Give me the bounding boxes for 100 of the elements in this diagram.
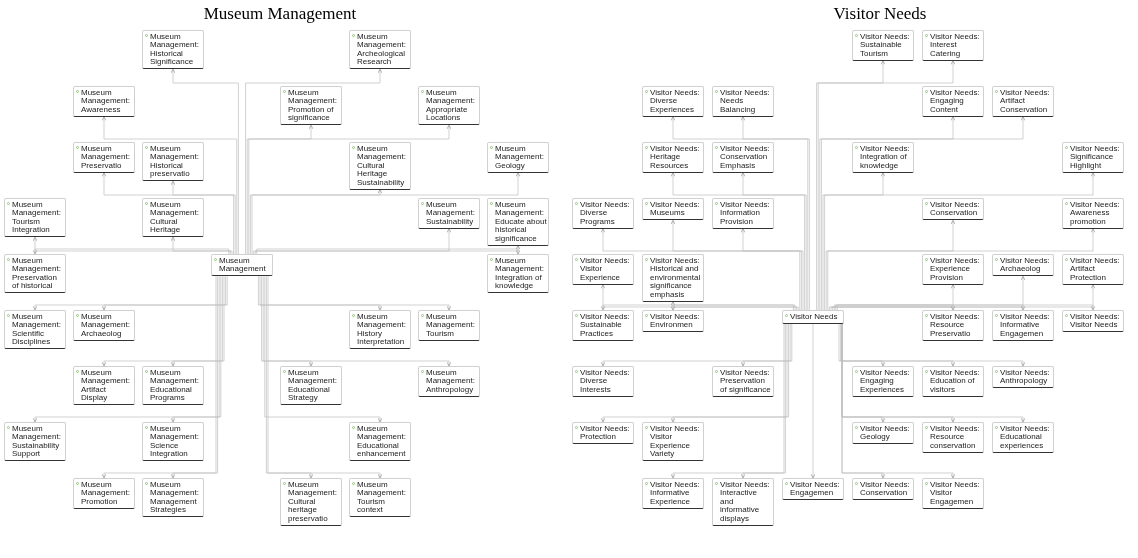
topic-label: Visitor Needs: Sustainable Tourism (860, 33, 911, 59)
topic-label: Museum Management: Educational enhancement (357, 425, 407, 459)
topic-label: Museum Management: Educational Programs (150, 369, 200, 403)
topic-label: Museum Management: Geology (495, 145, 545, 171)
topic-box (487, 198, 549, 246)
topic-box (73, 310, 135, 341)
topic-box (992, 366, 1054, 389)
topic-label: Museum Management: Awareness (81, 89, 131, 115)
topic-label: Visitor Needs: Education of visitors (930, 369, 981, 395)
topic-box (852, 30, 914, 61)
topic-box (349, 422, 411, 462)
topic-box (349, 310, 411, 350)
topic-box (922, 30, 984, 61)
topic-box (73, 366, 135, 406)
topic-label: Museum Management: Scientific Disciplines (12, 313, 62, 347)
topic-label: Museum Management: Historical Significance (150, 33, 200, 67)
topic-label: Visitor Needs: Heritage Resources (650, 145, 701, 171)
topic-box (642, 198, 704, 221)
topic-box (73, 86, 135, 117)
topic-box (992, 86, 1054, 117)
topic-box (642, 310, 704, 333)
topic-label: Museum Management: Promotion (81, 481, 131, 507)
topic-label: Museum Management: Cultural Heritage Sustainability (357, 145, 407, 188)
topic-label: Museum Management: Archaeolog (81, 313, 131, 339)
topic-label: Visitor Needs: Engagemen (790, 481, 841, 498)
topic-box (142, 366, 204, 406)
topic-label: Visitor Needs: Information Provision (720, 201, 771, 227)
topic-box (642, 86, 704, 117)
topic-label: Museum Management: Sustainability (426, 201, 476, 227)
topic-box (4, 254, 66, 294)
topic-label: Museum Management: Tourism Integration (12, 201, 62, 235)
topic-label: Visitor Needs: Diverse Experiences (650, 89, 701, 115)
topic-box (642, 478, 704, 509)
topic-box (349, 30, 411, 70)
topic-box (852, 422, 914, 445)
topic-box (992, 422, 1054, 453)
topic-box (852, 366, 914, 397)
topic-label: Museum Management: Appropriate Locations (426, 89, 476, 123)
topic-label: Visitor Needs: Protection (580, 425, 631, 442)
topic-box (642, 422, 704, 462)
topic-box (142, 198, 204, 238)
topic-box (642, 254, 704, 302)
topic-box (572, 310, 634, 341)
topic-label: Visitor Needs: Interest Catering (930, 33, 981, 59)
topic-label: Visitor Needs (790, 313, 839, 322)
topic-box (922, 86, 984, 117)
topic-box (4, 310, 66, 350)
topic-label: Visitor Needs: Interactive and informative displays (720, 481, 771, 524)
topic-label: Museum Management: Science Integration (150, 425, 200, 459)
topic-box (280, 478, 342, 526)
topic-box (922, 310, 984, 341)
topic-label: Museum Management: Promotion of significance (288, 89, 338, 123)
topic-label: Visitor Needs: Artifact Protection (1070, 257, 1121, 283)
topic-label: Visitor Needs: Experience Provision (930, 257, 981, 283)
topic-box (1062, 198, 1124, 229)
topic-label: Museum Management: Archeological Research (357, 33, 407, 67)
topic-label: Museum Management: Tourism context (357, 481, 407, 515)
topic-box (4, 422, 66, 462)
topic-box (418, 310, 480, 341)
topic-box (992, 310, 1054, 341)
topic-box (712, 478, 774, 526)
topic-label: Museum Management: Cultural heritage preservatio (288, 481, 338, 524)
topic-box (142, 478, 204, 518)
topic-box (349, 142, 411, 190)
topic-label: Museum Management: Preservatio (81, 145, 131, 171)
topic-label: Museum Management: Preservation of historical (12, 257, 62, 291)
topic-box (922, 478, 984, 509)
topic-label: Visitor Needs: Environmen (650, 313, 701, 330)
topic-label: Museum Management: Educational Strategy (288, 369, 338, 403)
topic-label: Museum Management: History Interpretation (357, 313, 407, 347)
topic-label: Visitor Needs: Preservation of significance (720, 369, 772, 395)
topic-box (992, 254, 1054, 277)
topic-box (4, 198, 66, 238)
topic-label: Visitor Needs: Geology (860, 425, 911, 442)
topic-box (572, 198, 634, 229)
topic-box (572, 366, 634, 397)
topic-box (922, 254, 984, 285)
topic-label: Museum Management (219, 257, 267, 274)
topic-box (852, 478, 914, 501)
topic-box (712, 366, 774, 397)
topic-label: Visitor Needs: Informative Experience (650, 481, 701, 507)
topic-box (418, 86, 480, 126)
topic-box (73, 142, 135, 173)
topic-box (1062, 142, 1124, 173)
topic-box (349, 478, 411, 518)
topic-box (73, 478, 135, 509)
topic-box (922, 366, 984, 397)
topic-box (782, 310, 844, 324)
topic-box (280, 86, 342, 126)
topic-box (1062, 254, 1124, 285)
section-label: Museum Management (203, 4, 357, 24)
topic-label: Museum Management: Management Strategies (150, 481, 200, 515)
topic-label: Visitor Needs: Significance Highlight (1070, 145, 1121, 171)
topic-label: Visitor Needs: Engaging Experiences (860, 369, 911, 395)
topic-label: Visitor Needs: Archaeolog (1000, 257, 1051, 274)
topic-box (782, 478, 844, 501)
topic-box (418, 366, 480, 397)
topic-box (487, 142, 549, 173)
topic-label: Museum Management: Integration of knowledge (495, 257, 545, 291)
topic-box (211, 254, 273, 277)
